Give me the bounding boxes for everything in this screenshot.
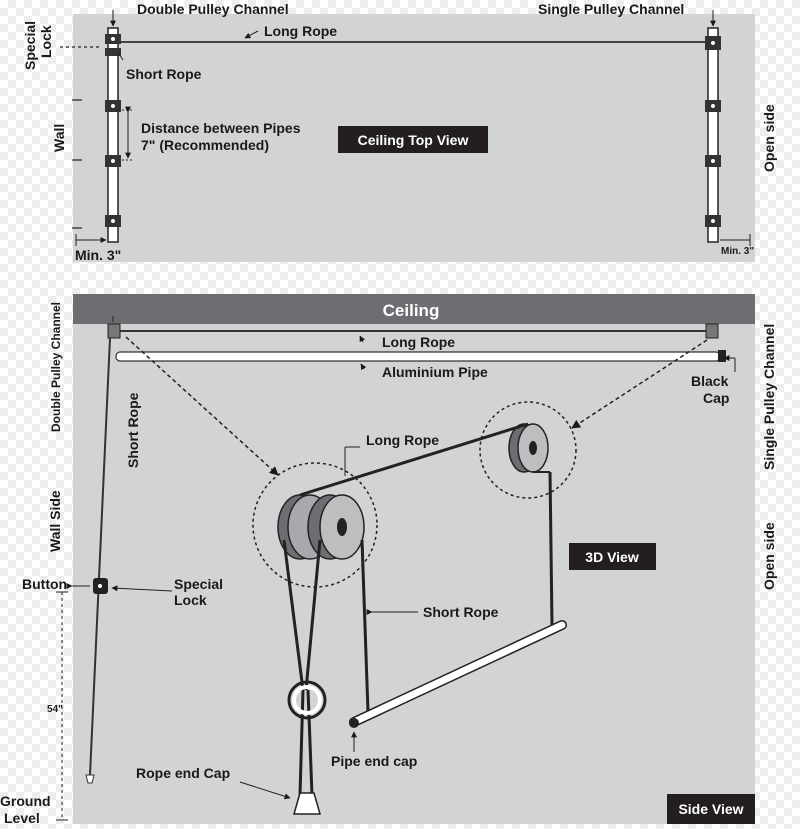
side-short-rope-vertical-label: Short Rope xyxy=(125,392,141,468)
rope-end-cap-label: Rope end Cap xyxy=(136,765,230,781)
top-distance-label-line2: 7" (Recommended) xyxy=(141,137,269,153)
ceiling-bar xyxy=(73,294,755,324)
black-cap-line1: Black xyxy=(691,373,729,389)
side-open-side-label: Open side xyxy=(761,522,777,590)
side-special-lock-line1: Special xyxy=(174,576,223,592)
pipe-end-cap-icon xyxy=(349,718,359,728)
long-rope-detail-label: Long Rope xyxy=(366,432,439,448)
top-special-lock-line2: Lock xyxy=(38,25,54,58)
side-view-box xyxy=(667,794,755,824)
double-pulley-pipe-icon xyxy=(105,27,121,243)
single-pulley-wheel-icon xyxy=(508,423,549,473)
single-pulley-pipe-icon xyxy=(705,27,721,243)
side-double-pulley-label: Double Pulley Channel xyxy=(49,302,63,432)
side-special-lock-line2: Lock xyxy=(174,592,207,608)
top-min-left-label: Min. 3" xyxy=(75,247,121,263)
view-3d-box xyxy=(569,543,656,570)
top-long-rope-label: Long Rope xyxy=(264,23,337,39)
top-special-lock-line1: Special xyxy=(22,21,38,70)
double-pulley-wheel-icon xyxy=(277,494,365,560)
top-view-title-box xyxy=(338,126,488,153)
aluminium-pipe-label: Aluminium Pipe xyxy=(382,364,488,380)
side-long-rope-label: Long Rope xyxy=(382,334,455,350)
view-3d-label: 3D View xyxy=(585,549,639,565)
top-short-rope-label: Short Rope xyxy=(126,66,202,82)
black-cap-line2: Cap xyxy=(703,390,729,406)
top-view-panel xyxy=(60,10,755,262)
ground-level-line1: Ground xyxy=(0,793,51,809)
top-min-right-label: Min. 3" xyxy=(721,246,754,257)
top-open-side-label: Open side xyxy=(761,104,777,172)
top-single-pulley-label: Single Pulley Channel xyxy=(538,1,684,17)
rope-end-cap-icon xyxy=(293,792,321,815)
side-view-panel xyxy=(56,294,755,824)
top-distance-label-line1: Distance between Pipes xyxy=(141,120,301,136)
ceiling-label: Ceiling xyxy=(383,301,440,320)
top-wall-label: Wall xyxy=(51,124,67,152)
wall-side-label: Wall Side xyxy=(47,490,63,552)
top-view-title: Ceiling Top View xyxy=(358,132,469,148)
aluminium-pipe xyxy=(115,351,721,362)
button-label: Button xyxy=(22,576,67,592)
ground-level-line2: Level xyxy=(4,810,40,826)
top-double-pulley-label: Double Pulley Channel xyxy=(137,1,289,17)
pipe-end-cap-label: Pipe end cap xyxy=(331,753,417,769)
height-label: 54" xyxy=(47,704,63,715)
side-short-rope-label: Short Rope xyxy=(423,604,499,620)
side-view-title: Side View xyxy=(678,801,743,817)
side-single-pulley-label: Single Pulley Channel xyxy=(761,324,777,470)
